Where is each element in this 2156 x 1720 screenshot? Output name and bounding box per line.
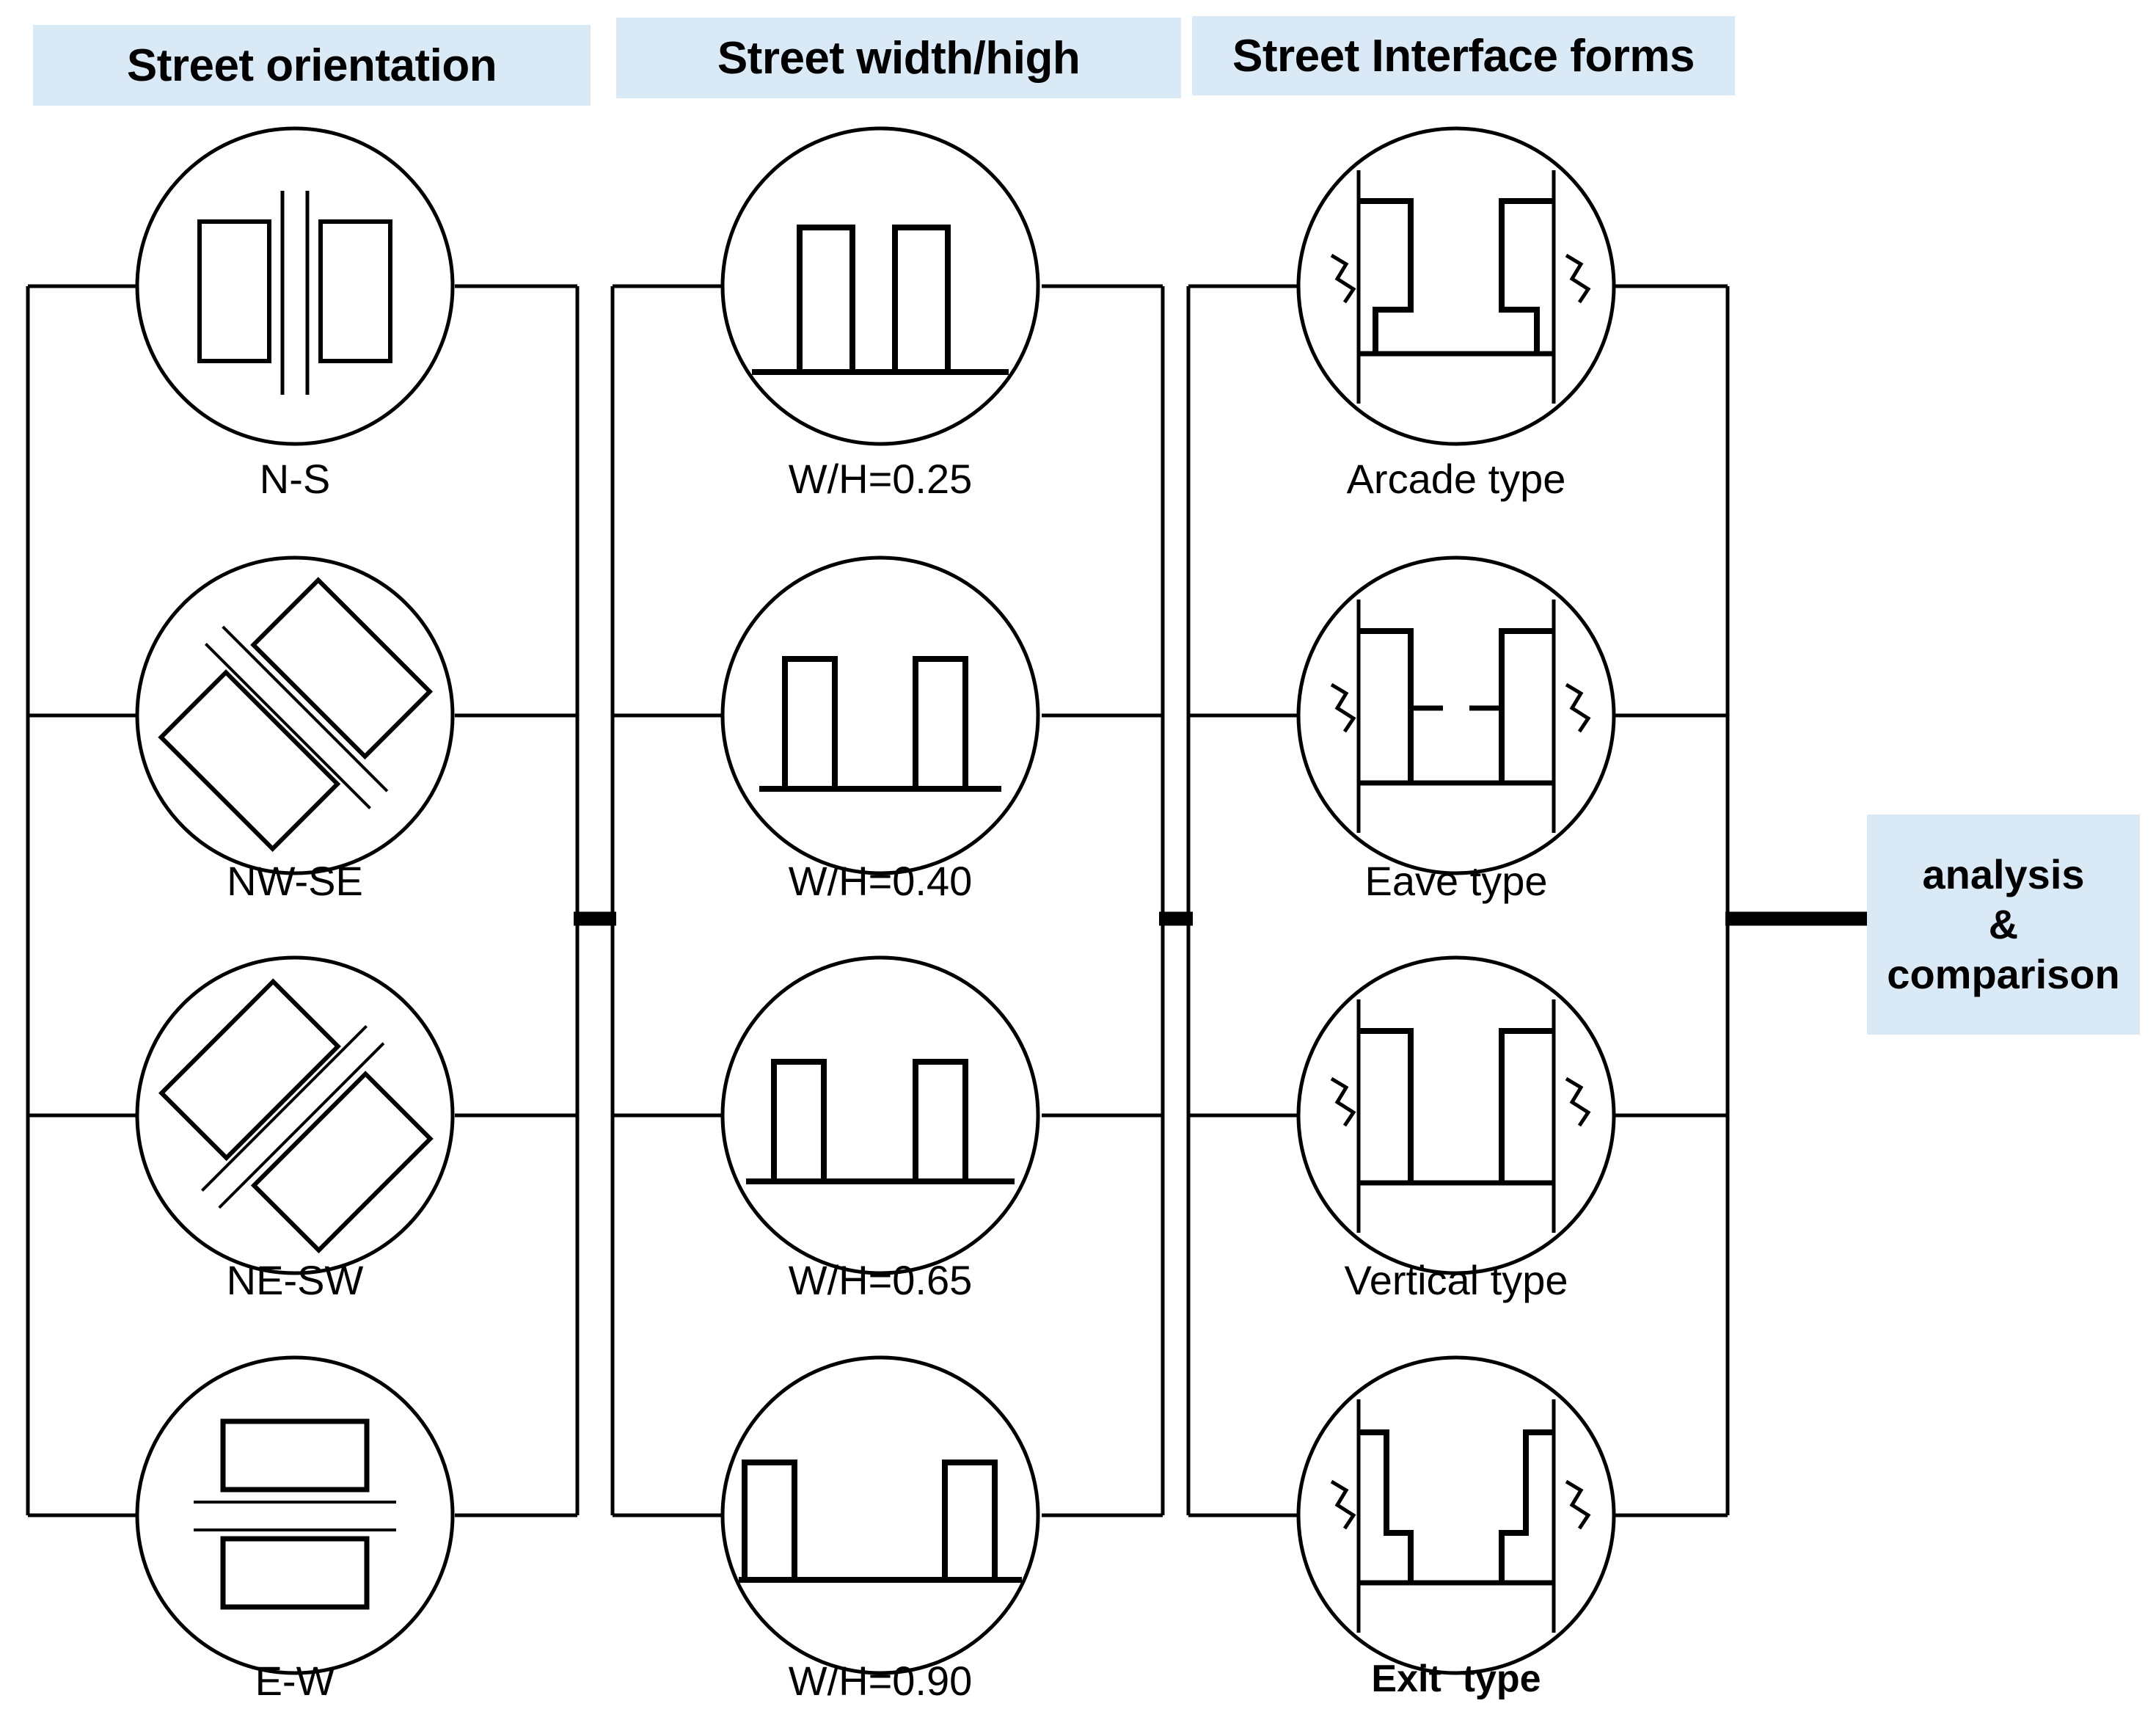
caption-interface-vertical: Vertical type <box>1344 1257 1568 1303</box>
street-section-ratio-icon-090 <box>720 1355 1040 1675</box>
caption-ratio-065: W/H=0.65 <box>788 1257 973 1303</box>
interface-exit-icon <box>1296 1355 1616 1675</box>
output-line-analysis: analysis <box>1922 850 2085 897</box>
caption-orientation-ew: E-W <box>255 1658 335 1704</box>
output-line-ampersand: & <box>1988 900 2019 947</box>
column-header-street-interface-forms: Street Interface forms <box>1192 16 1735 95</box>
street-section-ratio-icon-065 <box>720 955 1040 1275</box>
column-header-street-width-high: Street width/high <box>616 18 1181 98</box>
street-section-ratio-icon-025 <box>720 126 1040 446</box>
output-box-analysis-comparison: analysis & comparison <box>1867 815 2140 1035</box>
caption-interface-arcade: Arcade type <box>1346 456 1566 502</box>
caption-interface-exit: Exit type <box>1371 1658 1541 1700</box>
caption-orientation-ns: N-S <box>259 456 331 502</box>
caption-interface-eave: Eave type <box>1364 858 1548 904</box>
caption-ratio-090: W/H=0.90 <box>788 1658 973 1704</box>
column-header-street-orientation: Street orientation <box>33 25 591 106</box>
caption-orientation-nesw: NE-SW <box>226 1257 364 1303</box>
interface-arcade-icon <box>1296 126 1616 446</box>
caption-ratio-040: W/H=0.40 <box>788 858 973 904</box>
caption-orientation-nwse: NW-SE <box>227 858 363 904</box>
interface-eave-icon <box>1296 555 1616 875</box>
output-line-comparison: comparison <box>1887 951 2120 998</box>
orientation-ew-icon <box>135 1355 455 1675</box>
orientation-ns-icon <box>135 126 455 446</box>
interface-vertical-icon <box>1296 955 1616 1275</box>
orientation-nesw-icon <box>135 955 455 1275</box>
street-section-ratio-icon-040 <box>720 555 1040 875</box>
orientation-nwse-icon <box>135 555 455 875</box>
caption-ratio-025: W/H=0.25 <box>788 456 973 502</box>
